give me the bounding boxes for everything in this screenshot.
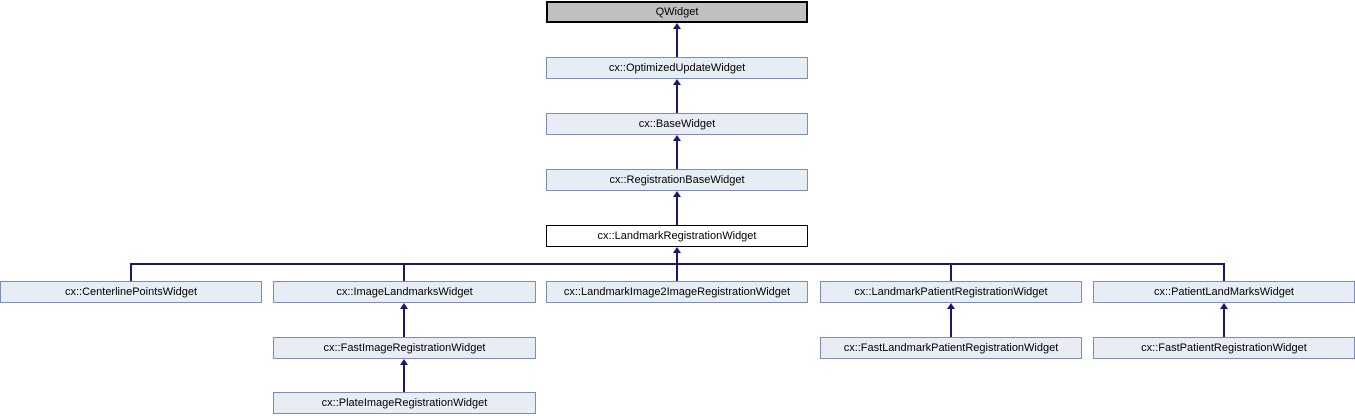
class-node-qwidget[interactable]: QWidget — [546, 1, 808, 23]
arrowhead-registrationbase — [673, 191, 681, 197]
arrowhead-basewidget — [673, 135, 681, 141]
edge-fastimage-to-imagelandmarks — [403, 309, 405, 337]
arrowhead-imagelandmarks — [400, 303, 408, 309]
class-node-landmarkpatientregistrationwidget[interactable]: cx::LandmarkPatientRegistrationWidget — [820, 281, 1082, 303]
arrowhead-landmarkregistration — [673, 247, 681, 253]
class-node-fastpatientregistrationwidget[interactable]: cx::FastPatientRegistrationWidget — [1093, 337, 1355, 359]
class-node-landmarkimage2imageregistrationwidget[interactable]: cx::LandmarkImage2ImageRegistrationWidge… — [546, 281, 808, 303]
class-node-fastlandmarkpatientregistrationwidget[interactable]: cx::FastLandmarkPatientRegistrationWidge… — [820, 337, 1082, 359]
arrowhead-landmarkpatient — [947, 303, 955, 309]
class-node-optimizedupdatewidget[interactable]: cx::OptimizedUpdateWidget — [546, 57, 808, 79]
edge-drop-centerlinepoints — [130, 263, 132, 281]
edge-fastpatient-to-patientlandmarks — [1223, 309, 1225, 337]
class-node-centerlinepointswidget[interactable]: cx::CenterlinePointsWidget — [0, 281, 262, 303]
class-node-fastimageregistrationwidget[interactable]: cx::FastImageRegistrationWidget — [273, 337, 536, 359]
arrowhead-optimizedupdate — [673, 79, 681, 85]
edge-registrationbase-to-basewidget — [676, 141, 678, 169]
class-node-landmarkregistrationwidget[interactable]: cx::LandmarkRegistrationWidget — [546, 225, 808, 247]
edge-landmarkregistration-to-registrationbase — [676, 197, 678, 225]
edge-basewidget-to-optimizedupdate — [676, 85, 678, 113]
edge-children-trunk — [676, 253, 678, 281]
arrowhead-qwidget — [673, 23, 681, 29]
edge-fastlandmarkpatient-to-landmarkpatient — [950, 309, 952, 337]
edge-optimizedupdate-to-qwidget — [676, 29, 678, 57]
class-node-imagelandmarkswidget[interactable]: cx::ImageLandmarksWidget — [273, 281, 536, 303]
class-node-patientlandmarkswidget[interactable]: cx::PatientLandMarksWidget — [1093, 281, 1355, 303]
class-node-registrationbasewidget[interactable]: cx::RegistrationBaseWidget — [546, 169, 808, 191]
edge-drop-imagelandmarks — [403, 263, 405, 281]
arrowhead-fastimage — [400, 359, 408, 365]
class-node-basewidget[interactable]: cx::BaseWidget — [546, 113, 808, 135]
edge-children-bus — [130, 263, 1225, 265]
arrowhead-patientlandmarks — [1220, 303, 1228, 309]
edge-plateimage-to-fastimage — [403, 365, 405, 392]
class-node-plateimageregistrationwidget[interactable]: cx::PlateImageRegistrationWidget — [273, 392, 536, 414]
edge-drop-landmarkpatient — [950, 263, 952, 281]
edge-drop-patientlandmarks — [1223, 263, 1225, 281]
